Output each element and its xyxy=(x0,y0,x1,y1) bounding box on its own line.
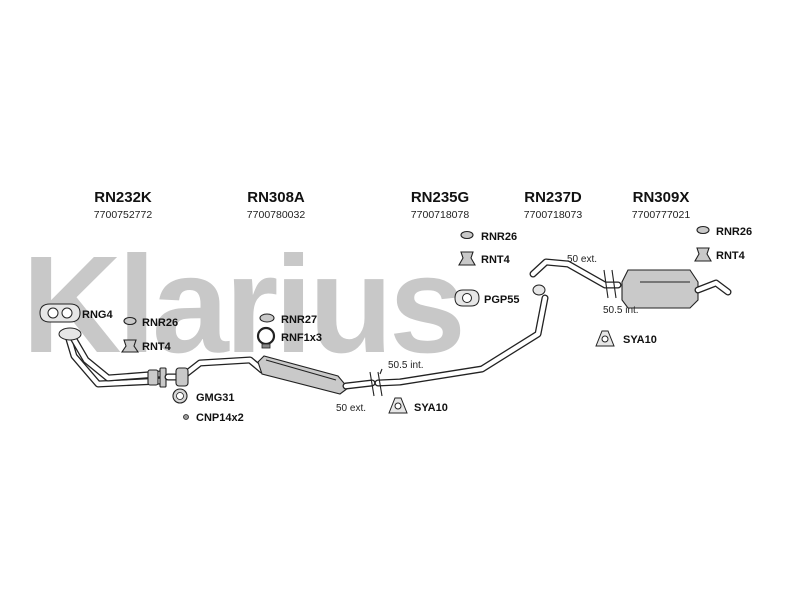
rear-silencer xyxy=(621,269,732,309)
dimension-marker-mid: 50.5 int. 50 ext. xyxy=(336,360,424,414)
centre-pipe xyxy=(374,294,549,387)
accessory-rnf1x3: RNF1x3 xyxy=(256,326,322,349)
rubber-mount-icon xyxy=(120,339,140,353)
accessory-label: PGP55 xyxy=(484,294,519,306)
part-code: RN232K xyxy=(94,189,152,206)
part-number: 7700777021 xyxy=(632,209,691,221)
accessory-rnt4-mid: RNT4 xyxy=(458,251,511,266)
part-header-rn232k: RN232K 7700752772 xyxy=(94,189,153,221)
clamp-icon xyxy=(256,326,276,349)
accessory-label: RNR26 xyxy=(481,231,517,243)
nut-icon xyxy=(183,414,189,420)
part-number: 7700718073 xyxy=(524,209,583,221)
part-header-rn237d: RN237D 7700718073 xyxy=(524,189,583,221)
clamp-bracket-icon xyxy=(388,397,408,414)
accessory-rnt4-left: RNT4 xyxy=(120,339,172,353)
accessory-label: RNR27 xyxy=(281,314,317,326)
part-header-rn309x: RN309X 7700777021 xyxy=(632,189,691,221)
intermediate-pipe-silencer xyxy=(164,355,376,395)
rubber-ring-icon xyxy=(460,230,474,240)
accessory-gmg31: GMG31 xyxy=(172,388,235,404)
accessory-rnt4-right: RNT4 xyxy=(694,247,746,262)
accessory-label: RNT4 xyxy=(142,341,172,353)
accessory-label: RNT4 xyxy=(481,254,511,266)
sealing-ring-icon xyxy=(172,388,188,404)
part-code: RN309X xyxy=(633,189,690,206)
accessory-rnr27: RNR27 xyxy=(259,313,317,326)
part-code: RN308A xyxy=(247,189,305,206)
accessory-label: CNP14x2 xyxy=(196,412,244,424)
accessory-rng4: RNG4 xyxy=(39,303,113,323)
accessory-label: RNT4 xyxy=(716,250,746,262)
accessory-label: RNR26 xyxy=(142,317,178,329)
accessory-rnr26-right: RNR26 xyxy=(696,225,752,238)
accessory-sya10-right: SYA10 xyxy=(595,330,657,347)
accessory-cnp14x2: CNP14x2 xyxy=(183,412,244,424)
flange-gasket-icon xyxy=(454,289,480,307)
accessory-label: SYA10 xyxy=(623,334,657,346)
accessory-label: SYA10 xyxy=(414,402,448,414)
part-header-rn235g: RN235G 7700718078 xyxy=(411,189,470,221)
dimension-ext-label: 50 ext. xyxy=(567,254,597,265)
part-number: 7700752772 xyxy=(94,209,153,221)
accessory-rnr26-mid: RNR26 xyxy=(460,230,517,243)
accessory-label: RNG4 xyxy=(82,309,113,321)
rubber-mount-icon xyxy=(458,251,476,266)
part-number: 7700780032 xyxy=(247,209,306,221)
accessory-label: RNF1x3 xyxy=(281,332,322,344)
accessory-label: GMG31 xyxy=(196,392,235,404)
part-header-rn308a: RN308A 7700780032 xyxy=(247,189,306,221)
dimension-int-label: 50.5 int. xyxy=(388,360,424,371)
dimension-marker-right: 50 ext. 50.5 int. xyxy=(567,254,639,316)
rubber-mount-icon xyxy=(694,247,712,262)
part-code: RN237D xyxy=(524,189,582,206)
front-downpipe xyxy=(58,327,167,388)
gasket-icon xyxy=(39,303,81,323)
watermark-logo: Klarius xyxy=(22,228,462,382)
dimension-ext-label: 50 ext. xyxy=(336,403,366,414)
accessory-pgp55: PGP55 xyxy=(454,289,519,307)
rubber-ring-icon xyxy=(696,225,710,235)
clamp-bracket-icon xyxy=(595,330,615,347)
part-code: RN235G xyxy=(411,189,469,206)
front-section-pipe xyxy=(529,258,622,296)
part-number: 7700718078 xyxy=(411,209,470,221)
rubber-ring-icon xyxy=(259,313,275,323)
accessory-rnr26-left: RNR26 xyxy=(123,316,178,329)
rubber-ring-icon xyxy=(123,316,137,326)
accessory-sya10-mid: SYA10 xyxy=(388,397,448,414)
accessory-label: RNR26 xyxy=(716,226,752,238)
dimension-int-label: 50.5 int. xyxy=(603,305,639,316)
